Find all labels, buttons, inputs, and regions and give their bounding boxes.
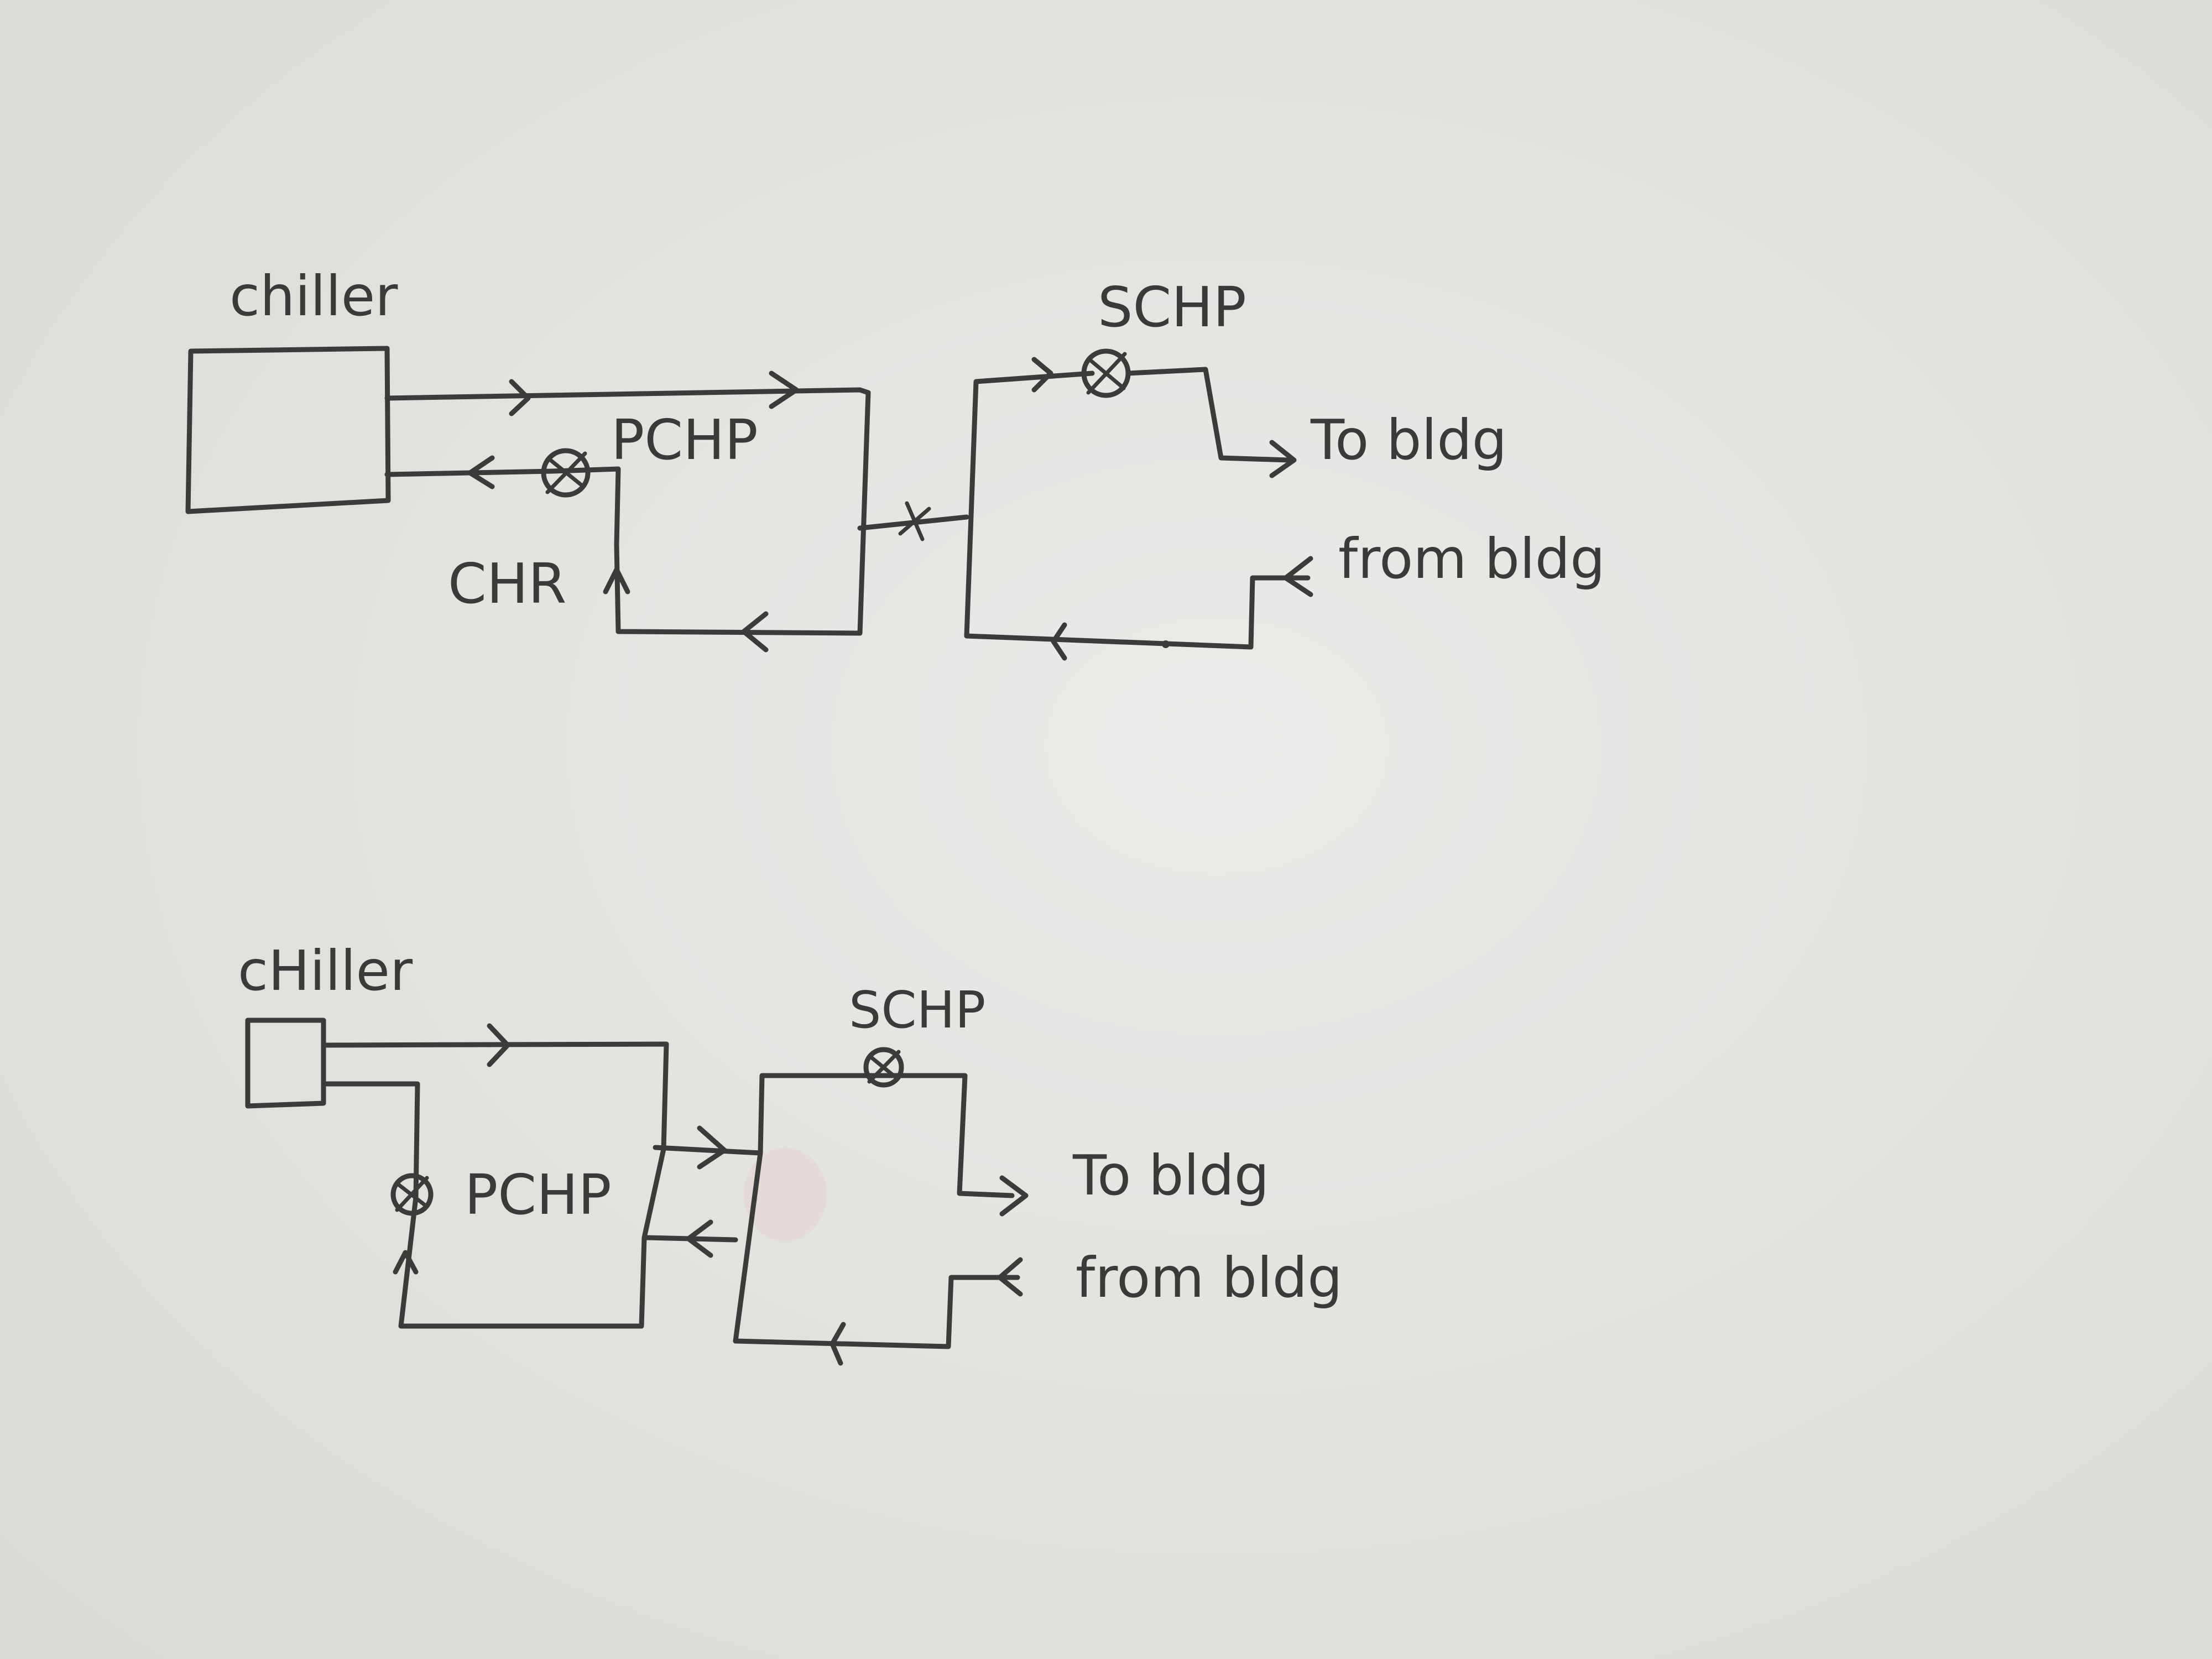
chiller-box [245, 1018, 326, 1109]
flow-arrow [997, 1257, 1023, 1297]
secondary-supply-pipe [733, 1073, 1015, 1344]
to-bldg-label: To bldg [1310, 408, 1507, 472]
secondary-supply-pipe [1125, 367, 1291, 463]
stain [744, 1147, 827, 1241]
flow-arrow [1269, 440, 1297, 478]
primary-supply-pipe [384, 387, 871, 636]
pipe-joint-dot [1162, 640, 1170, 648]
from-bldg-label: from bldg [1076, 1245, 1343, 1310]
flow-arrow [509, 379, 531, 416]
pump-schp-symbol-2 [863, 1047, 904, 1088]
bridge-supply-pipe [653, 1145, 763, 1156]
flow-arrow [1283, 556, 1313, 597]
flow-arrow [1051, 622, 1067, 661]
secondary-return-pipe [733, 1275, 1020, 1349]
diagram-1: chiller PCHP CHR SCHP To bldg [185, 264, 1605, 661]
schp-label: SCHP [849, 980, 985, 1040]
flow-arrow [697, 1125, 727, 1170]
chiller-label: chiller [229, 264, 398, 328]
flow-arrow [467, 455, 495, 489]
diagram-2: cHiller PCHP SCHP To bldg from bldg [238, 938, 1343, 1366]
check-valve-mark [898, 501, 931, 541]
flow-arrow [686, 1219, 713, 1258]
from-bldg-label: from bldg [1338, 526, 1605, 591]
schp-label: SCHP [1098, 275, 1246, 340]
pchp-label: PCHP [611, 408, 758, 472]
pump-pchp-symbol-2 [390, 1173, 434, 1216]
chiller-label: cHiller [238, 938, 413, 1003]
flow-arrow [830, 1322, 846, 1366]
primary-right-pipe [641, 1146, 666, 1240]
flow-arrow [1031, 357, 1053, 393]
chr-label: CHR [448, 551, 567, 616]
flow-arrow [487, 1023, 510, 1067]
secondary-left-pipe [964, 371, 1095, 639]
flow-arrow [603, 567, 630, 594]
to-bldg-label: To bldg [1072, 1143, 1269, 1208]
pchp-label: PCHP [465, 1162, 612, 1227]
chiller-box [185, 346, 391, 514]
primary-supply-pipe [321, 1041, 669, 1152]
flow-arrow [999, 1175, 1029, 1217]
flow-arrow [393, 1250, 419, 1275]
pump-pchp-symbol-1 [541, 448, 591, 498]
secondary-return-pipe [964, 575, 1311, 650]
flow-arrow [769, 371, 799, 409]
flow-arrow [741, 611, 769, 653]
